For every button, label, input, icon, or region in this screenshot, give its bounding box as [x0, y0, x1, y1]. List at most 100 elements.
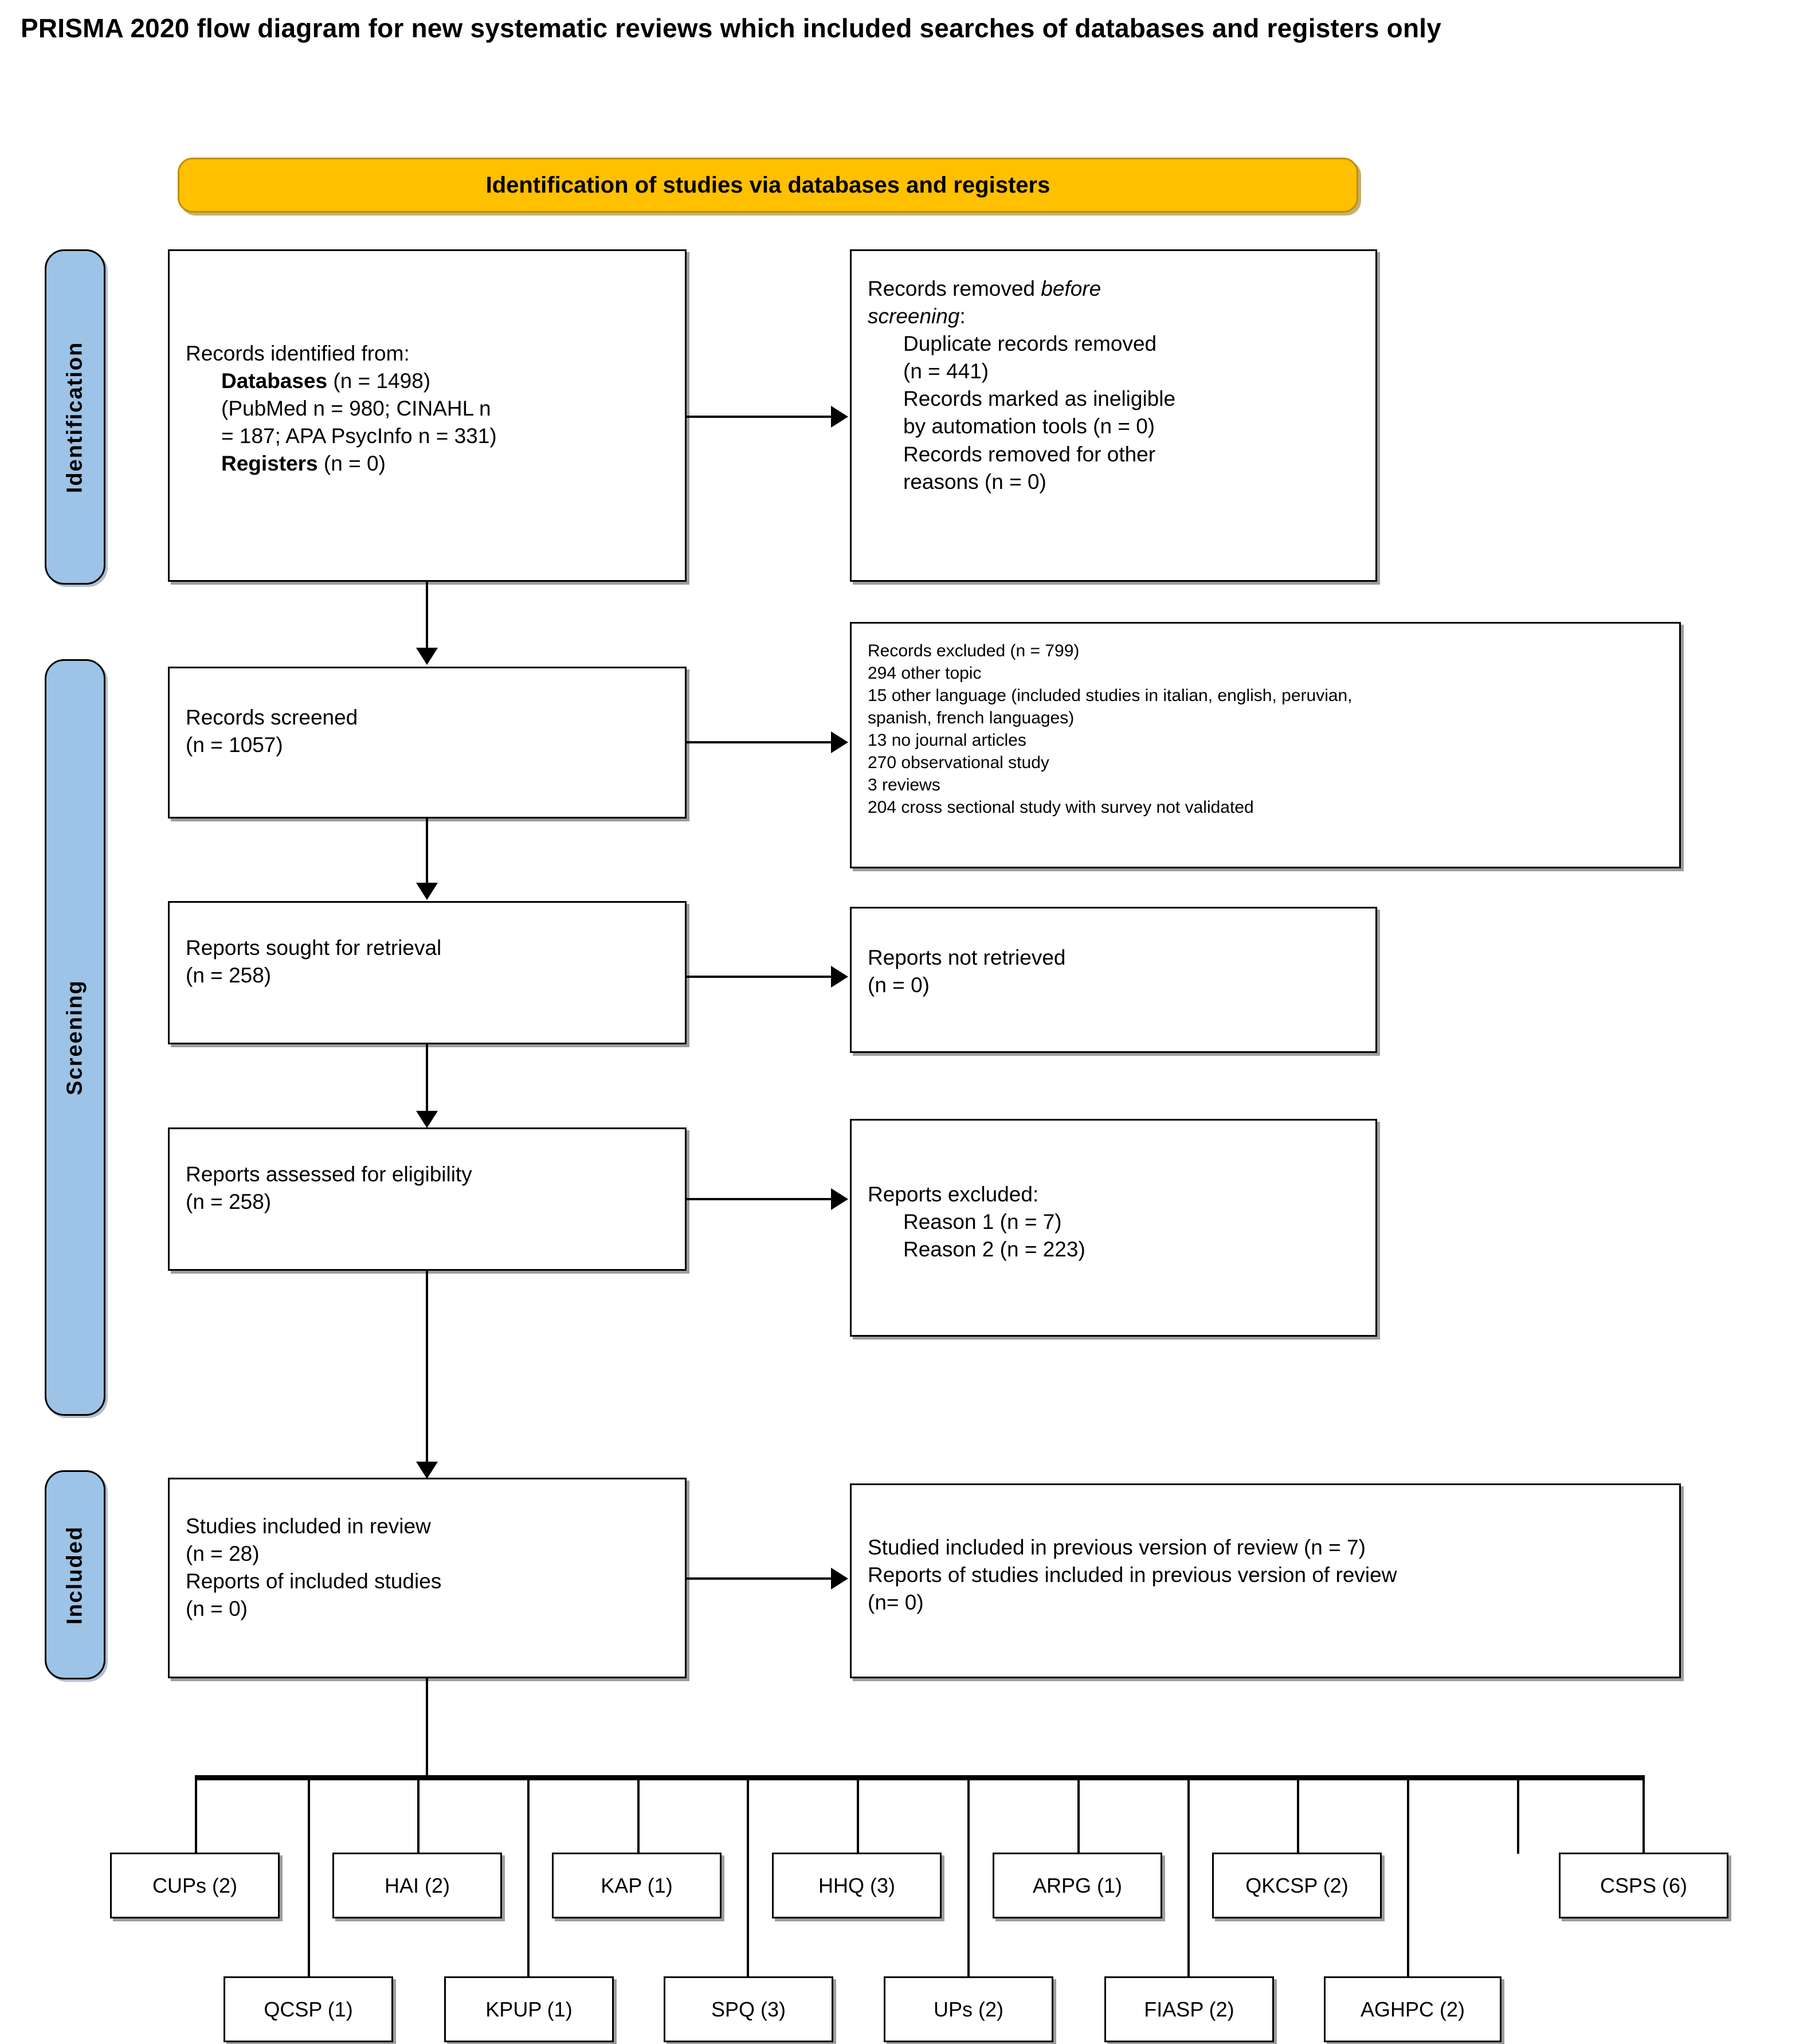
stage-header-identification: Identification of studies via databases … — [178, 158, 1358, 213]
records-excluded-line5: 13 no journal articles — [868, 731, 1026, 750]
records-identified-line4: = 187; APA PsycInfo n = 331) — [221, 424, 497, 448]
reports-sought-line1: Reports sought for retrieval — [186, 936, 442, 960]
instrument-box-kap: KAP (1) — [552, 1853, 722, 1918]
records-removed-line7: Records removed for other — [903, 442, 1156, 466]
bracket-tick-top-2 — [417, 1775, 420, 1854]
instrument-box-hhq: HHQ (3) — [772, 1853, 942, 1918]
connector-screened-to-excluded — [687, 741, 833, 743]
bracket-tick-top-6 — [1297, 1775, 1299, 1854]
instrument-box-hai: HAI (2) — [332, 1853, 502, 1918]
arrowhead-sought-to-assessed — [416, 1111, 438, 1128]
records-screened-line2: (n = 1057) — [186, 733, 283, 757]
box-records-screened: Records screened (n = 1057) — [168, 667, 687, 819]
instrument-box-kpup: KPUP (1) — [444, 1976, 614, 2042]
studies-included-line3: Reports of included studies — [186, 1569, 442, 1593]
records-excluded-line6: 270 observational study — [868, 753, 1049, 772]
page-title: PRISMA 2020 flow diagram for new systema… — [21, 13, 1442, 43]
records-identified-line2: Databases (n = 1498) — [221, 369, 431, 393]
connector-assessed-to-included — [426, 1271, 428, 1469]
bracket-tick-bottom-1 — [308, 1775, 310, 1977]
instrument-box-aghpc: AGHPC (2) — [1324, 1976, 1502, 2042]
studies-included-line2: (n = 28) — [186, 1542, 260, 1566]
bracket-tick-top-5 — [1077, 1775, 1080, 1854]
connector-sought-to-not-retrieved — [687, 976, 833, 978]
instrument-box-spq: SPQ (3) — [664, 1976, 833, 2042]
records-identified-line1: Records identified from: — [186, 342, 410, 365]
bracket-tick-bottom-3 — [747, 1775, 749, 1977]
reports-sought-line2: (n = 258) — [186, 964, 272, 988]
records-screened-line1: Records screened — [186, 706, 358, 729]
connector-identified-to-removed — [687, 416, 833, 418]
previous-version-line2: Reports of studies included in previous … — [868, 1563, 1397, 1587]
bracket-tick-bottom-2 — [527, 1775, 530, 1977]
previous-version-line3: (n= 0) — [868, 1591, 924, 1615]
records-excluded-line4: spanish, french languages) — [868, 708, 1075, 727]
records-removed-line2: screening: — [868, 304, 966, 328]
bracket-tick-top-4 — [857, 1775, 859, 1854]
records-removed-line5: Records marked as ineligible — [903, 387, 1176, 411]
arrowhead-sought-to-not-retrieved — [831, 966, 848, 988]
side-label-identification-text: Identification — [62, 341, 87, 493]
arrowhead-screened-to-sought — [416, 883, 438, 900]
studies-included-line1: Studies included in review — [186, 1514, 431, 1538]
reports-excluded-line1: Reports excluded: — [868, 1182, 1039, 1206]
records-excluded-line3: 15 other language (included studies in i… — [868, 686, 1353, 705]
records-identified-line3: (PubMed n = 980; CINAHL n — [221, 397, 491, 421]
records-excluded-line8: 204 cross sectional study with survey no… — [868, 798, 1254, 817]
records-removed-line8: reasons (n = 0) — [903, 469, 1046, 494]
bracket-tick-top-7 — [1517, 1775, 1519, 1854]
box-records-removed: Records removed before screening: Duplic… — [850, 249, 1377, 582]
reports-excluded-line2: Reason 1 (n = 7) — [903, 1210, 1062, 1234]
instrument-box-csps: CSPS (6) — [1559, 1853, 1728, 1918]
arrowhead-included-to-previous — [831, 1568, 848, 1589]
connector-sought-to-assessed — [426, 1044, 428, 1116]
box-previous-version: Studied included in previous version of … — [850, 1483, 1681, 1678]
records-identified-line5: Registers (n = 0) — [221, 452, 386, 476]
connector-included-to-previous — [687, 1577, 833, 1580]
arrowhead-identified-to-removed — [831, 406, 848, 428]
records-excluded-line2: 294 other topic — [868, 664, 982, 683]
box-records-identified: Records identified from: Databases (n = … — [168, 249, 687, 582]
reports-assessed-line2: (n = 258) — [186, 1190, 272, 1214]
connector-assessed-to-excluded — [687, 1198, 833, 1200]
bracket-tick-top-1 — [195, 1775, 197, 1854]
reports-not-retrieved-line1: Reports not retrieved — [868, 946, 1066, 969]
records-removed-line1: Records removed before — [868, 277, 1101, 300]
box-reports-excluded: Reports excluded: Reason 1 (n = 7) Reaso… — [850, 1119, 1377, 1337]
instrument-box-arpg: ARPG (1) — [993, 1853, 1162, 1918]
records-removed-line3: Duplicate records removed — [903, 332, 1157, 356]
connector-screened-to-sought — [426, 819, 428, 887]
records-excluded-line7: 3 reviews — [868, 776, 940, 794]
bracket-tick-bottom-5 — [1187, 1775, 1190, 1977]
instrument-box-qkcsp: QKCSP (2) — [1212, 1853, 1382, 1918]
reports-excluded-line3: Reason 2 (n = 223) — [903, 1238, 1085, 1262]
reports-assessed-line1: Reports assessed for eligibility — [186, 1162, 472, 1186]
records-removed-line4: (n = 441) — [903, 359, 989, 383]
arrowhead-screened-to-excluded — [831, 731, 848, 753]
side-label-included-text: Included — [62, 1525, 87, 1624]
instrument-box-cups: CUPs (2) — [110, 1853, 280, 1918]
instrument-box-qcsp: QCSP (1) — [224, 1976, 393, 2042]
side-label-screening: Screening — [45, 659, 105, 1416]
instrument-box-ups: UPs (2) — [884, 1976, 1053, 2042]
bracket-tick-bottom-4 — [967, 1775, 970, 1977]
studies-included-line4: (n = 0) — [186, 1597, 248, 1621]
side-label-screening-text: Screening — [62, 980, 87, 1095]
connector-included-to-bracket — [426, 1678, 428, 1777]
records-removed-line6: by automation tools (n = 0) — [903, 414, 1155, 438]
side-label-identification: Identification — [45, 249, 105, 585]
arrowhead-identified-to-screened — [416, 648, 438, 665]
reports-not-retrieved-line2: (n = 0) — [868, 973, 930, 997]
records-excluded-line1: Records excluded (n = 799) — [868, 641, 1080, 660]
box-records-excluded: Records excluded (n = 799) 294 other top… — [850, 622, 1681, 868]
side-label-included: Included — [45, 1470, 105, 1679]
box-reports-assessed: Reports assessed for eligibility (n = 25… — [168, 1127, 687, 1271]
connector-identified-to-screened — [426, 582, 428, 653]
box-reports-sought: Reports sought for retrieval (n = 258) — [168, 901, 687, 1044]
box-studies-included: Studies included in review (n = 28) Repo… — [168, 1478, 687, 1678]
arrowhead-assessed-to-excluded — [831, 1188, 848, 1210]
bracket-horizontal-bar — [195, 1775, 1645, 1780]
instrument-box-fiasp: FIASP (2) — [1104, 1976, 1274, 2042]
arrowhead-assessed-to-included — [416, 1462, 438, 1479]
